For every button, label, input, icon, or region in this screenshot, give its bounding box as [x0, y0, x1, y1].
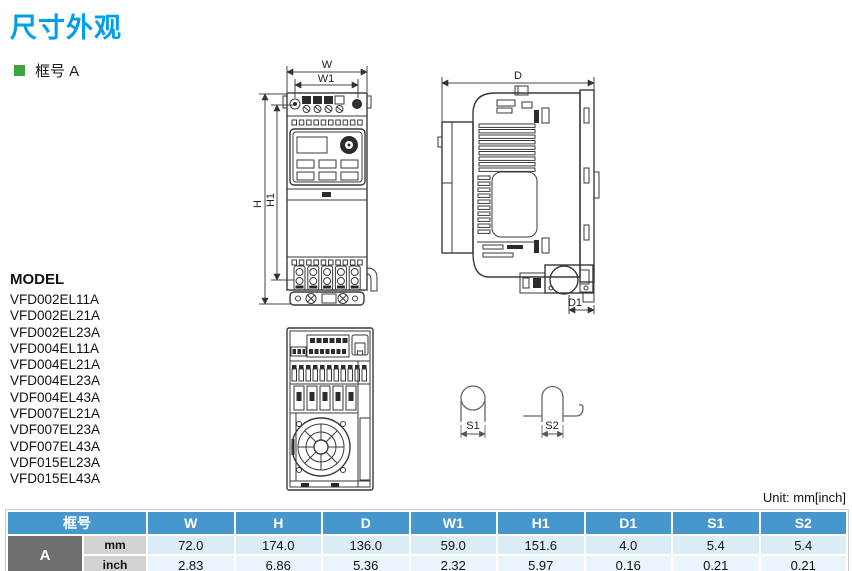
- vent-slot-row: [291, 365, 367, 382]
- table-row-inch: inch 2.83 6.86 5.36 2.32 5.97 0.16 0.21 …: [8, 556, 846, 571]
- slot-s2: S2: [523, 385, 584, 438]
- front-view-drawing: W W1 H H1: [238, 52, 408, 314]
- power-terminal-columns: [293, 385, 357, 411]
- rj45-port: [351, 334, 369, 356]
- keyhole-s1: S1: [460, 385, 486, 438]
- value-cell: 174.0: [235, 536, 321, 554]
- vent-slats: [477, 123, 536, 234]
- model-item: VFD002EL11A: [10, 292, 100, 307]
- value-cell: 0.21: [673, 556, 759, 571]
- bottom-body: [286, 327, 374, 491]
- model-item: VFD015EL43A: [10, 471, 101, 487]
- model-item: VFD004EL21A: [10, 357, 101, 373]
- conduit-hook: [366, 267, 378, 292]
- value-cell: 2.32: [410, 556, 496, 571]
- col-header-s2: S2: [760, 512, 846, 534]
- heatsink-cover: [491, 171, 538, 238]
- value-cell: 59.0: [410, 536, 496, 554]
- unit-label-mm: mm: [84, 536, 146, 554]
- dim-label-s2: S2: [545, 420, 558, 432]
- front-housing-profile: [437, 121, 474, 254]
- frame-header-cell: 框号: [8, 512, 146, 534]
- value-cell: 151.6: [498, 536, 584, 554]
- model-item: VDF004EL43A: [10, 389, 101, 405]
- cooling-fan-icon: [289, 412, 351, 482]
- fan-housing: [519, 264, 594, 295]
- dim-label-w1: W1: [318, 73, 335, 85]
- value-cell: 136.0: [323, 536, 409, 554]
- value-cell: 5.4: [760, 536, 846, 554]
- table-header-row: 框号 W H D W1 H1 D1 S1 S2: [8, 512, 846, 534]
- green-square-bullet-icon: [14, 65, 25, 76]
- frame-value-cell: A: [8, 536, 82, 571]
- side-body: [437, 85, 600, 303]
- side-dimensions: D D1: [441, 70, 595, 314]
- table-row-mm: A mm 72.0 174.0 136.0 59.0 151.6 4.0 5.4…: [8, 536, 846, 571]
- display-window: [296, 136, 328, 154]
- model-item: VFD002EL21A: [10, 308, 101, 324]
- model-item: VDF007EL43A: [10, 438, 101, 454]
- bottom-view-drawing: [268, 313, 388, 495]
- col-header-s1: S1: [673, 512, 759, 534]
- model-item: VFD004EL11A: [10, 340, 100, 356]
- vent-row-bottom: [291, 259, 363, 266]
- front-dimensions: W W1 H H1: [252, 59, 368, 305]
- value-cell: 72.0: [148, 536, 234, 554]
- col-header-d1: D1: [585, 512, 671, 534]
- value-cell: 5.97: [498, 556, 584, 571]
- dimensions-table: 框号 W H D W1 H1 D1 S1 S2 A mm 72.0 174.0 …: [5, 509, 849, 571]
- model-heading: MODEL: [10, 271, 65, 288]
- brand-logo-mark: [322, 192, 331, 197]
- unit-label-inch: inch: [84, 556, 146, 571]
- model-item: VDF007EL23A: [10, 422, 101, 438]
- value-cell: 0.21: [760, 556, 846, 571]
- vent-row-top: [291, 119, 363, 126]
- model-item: VFD007EL21A: [10, 406, 101, 422]
- mounting-plate: [289, 291, 365, 306]
- dim-label-s1: S1: [466, 420, 479, 432]
- col-header-h: H: [235, 512, 321, 534]
- model-list-block: MODEL VFD002EL11A VFD002EL21A VFD002EL23…: [10, 271, 100, 488]
- frame-label-text: 框号 A: [35, 63, 80, 80]
- value-cell: 5.4: [673, 536, 759, 554]
- model-item: VFD002EL23A: [10, 324, 101, 340]
- frame-section-label: 框号 A: [14, 60, 79, 81]
- value-cell: 6.86: [235, 556, 321, 571]
- model-item: VDF015EL23A: [10, 454, 101, 470]
- side-view-drawing: D D1: [423, 52, 648, 320]
- value-cell: 0.16: [585, 556, 671, 571]
- col-header-h1: H1: [498, 512, 584, 534]
- top-terminals: [302, 95, 345, 113]
- dim-label-d1: D1: [568, 297, 582, 309]
- bottom-terminals: [293, 265, 361, 291]
- col-header-w1: W1: [410, 512, 496, 534]
- keypad-panel: [289, 128, 366, 186]
- value-cell: 4.0: [585, 536, 671, 554]
- control-terminal-strip: [290, 334, 350, 358]
- unit-note: Unit: mm[inch]: [762, 490, 846, 505]
- value-cell: 2.83: [148, 556, 234, 571]
- col-header-d: D: [323, 512, 409, 534]
- col-header-w: W: [148, 512, 234, 534]
- dim-label-w: W: [322, 59, 333, 71]
- screw-detail-drawing: S1 S2: [438, 373, 588, 443]
- model-list: VFD002EL11A VFD002EL21A VFD002EL23A VFD0…: [10, 292, 100, 488]
- dim-label-h1: H1: [265, 193, 277, 207]
- dim-label-h: H: [252, 200, 264, 208]
- front-body: [282, 92, 378, 306]
- page-title: 尺寸外观: [10, 13, 122, 43]
- model-item: VFD004EL23A: [10, 373, 101, 389]
- dim-label-d: D: [514, 70, 522, 82]
- value-cell: 5.36: [323, 556, 409, 571]
